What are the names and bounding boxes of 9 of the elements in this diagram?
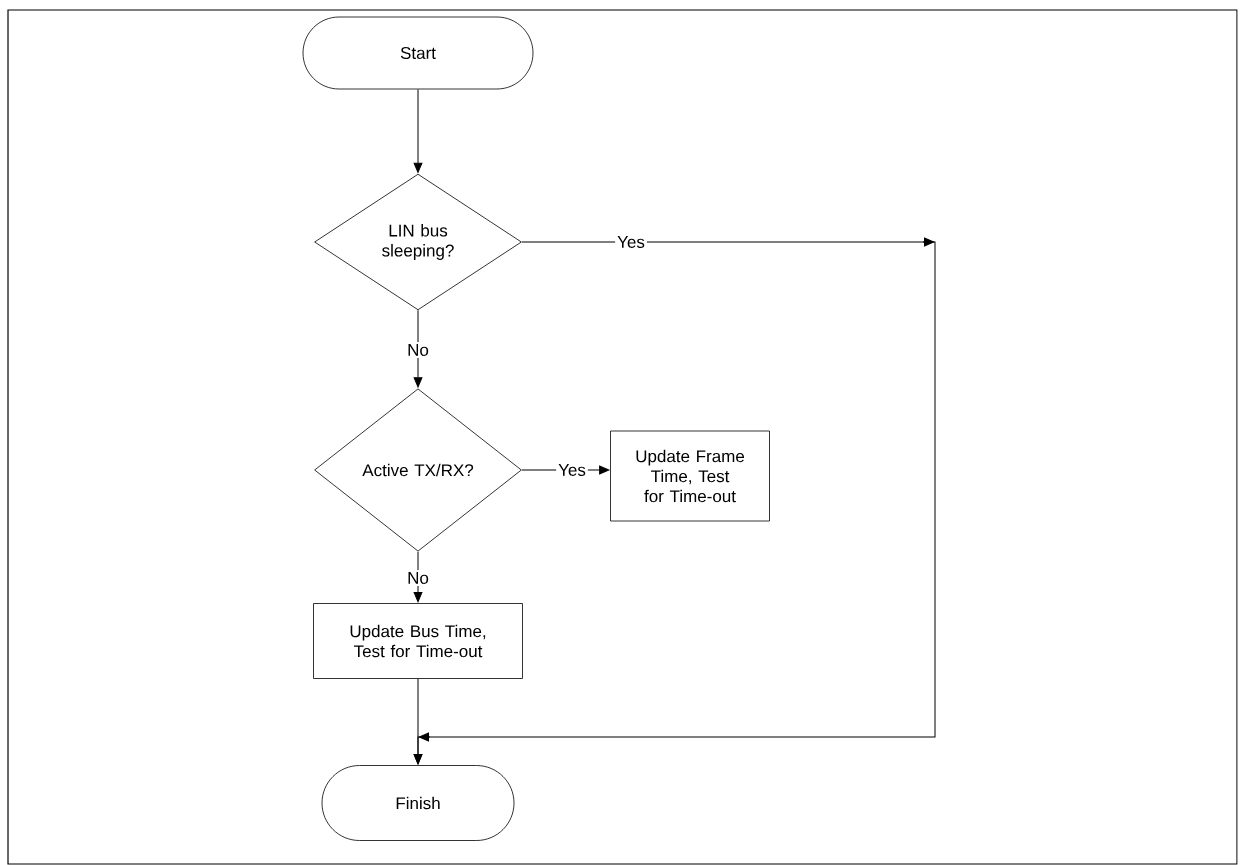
- process-box: Update Frame Time, Test for Time-out: [610, 430, 770, 522]
- edge-label: Yes: [556, 462, 588, 478]
- edge-label: No: [405, 342, 431, 358]
- edge-label: No: [405, 570, 431, 586]
- edge-label: Yes: [615, 234, 647, 250]
- process-box: Update Bus Time, Test for Time-out: [313, 603, 523, 679]
- arrow: [413, 678, 423, 765]
- arrow: [413, 88, 423, 173]
- arrow: [413, 309, 423, 388]
